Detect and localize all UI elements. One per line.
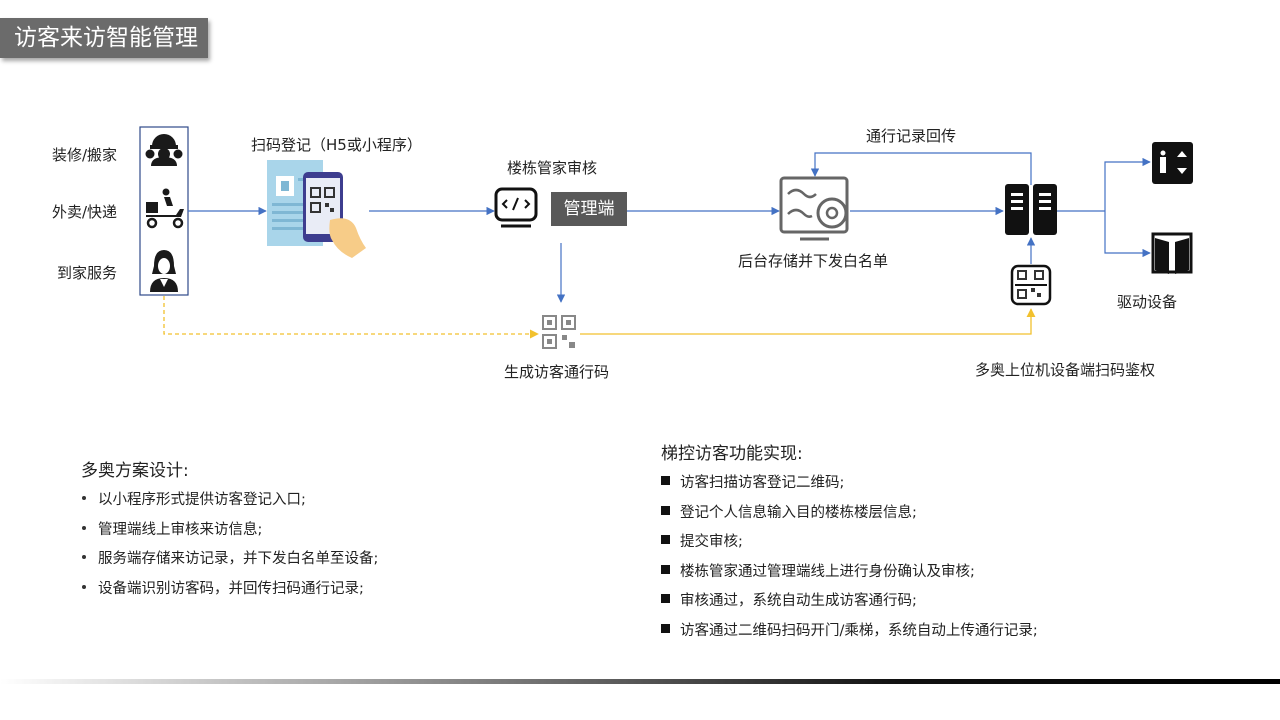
gate-door-icon xyxy=(1151,232,1193,274)
backend-label: 后台存储并下发白名单 xyxy=(738,252,889,270)
visitor-type-delivery: 外卖/快递 xyxy=(52,203,118,221)
implementation-item: 楼栋管家通过管理端线上进行身份确认及审核; xyxy=(661,560,1038,590)
implementation-item: 访客通过二维码扫码开门/乘梯，系统自动上传通行记录; xyxy=(661,619,1038,649)
visitor-qr-code-icon xyxy=(542,315,576,349)
server-settings-icon xyxy=(779,176,849,241)
design-list: 以小程序形式提供访客登记入口; 管理端线上审核来访信息; 服务端存储来访记录，并… xyxy=(80,488,378,606)
visitor-type-renovation: 装修/搬家 xyxy=(52,146,118,164)
design-item: 服务端存储来访记录，并下发白名单至设备; xyxy=(80,547,378,577)
implementation-item: 审核通过，系统自动生成访客通行码; xyxy=(661,589,1038,619)
delivery-scooter-icon xyxy=(146,188,184,229)
record-return-label: 通行记录回传 xyxy=(866,127,957,145)
generate-code-label: 生成访客通行码 xyxy=(504,363,610,381)
design-heading: 多奥方案设计: xyxy=(81,461,189,481)
service-person-icon xyxy=(150,250,178,292)
flow-diagram xyxy=(139,126,1193,349)
implementation-item: 访客扫描访客登记二维码; xyxy=(661,471,1038,501)
design-item: 以小程序形式提供访客登记入口; xyxy=(80,488,378,518)
admin-console-box: 管理端 xyxy=(551,192,627,226)
scan-phone-icon xyxy=(267,160,366,258)
implementation-heading: 梯控访客功能实现: xyxy=(661,444,803,464)
scan-register-label: 扫码登记（H5或小程序） xyxy=(251,136,422,154)
code-monitor-icon xyxy=(494,187,538,228)
page-title: 访客来访智能管理 xyxy=(0,18,208,58)
drive-device-label: 驱动设备 xyxy=(1117,293,1178,311)
qr-scanner-icon xyxy=(1010,264,1052,306)
manager-review-label: 楼栋管家审核 xyxy=(507,159,598,177)
implementation-item: 提交审核; xyxy=(661,530,1038,560)
implementation-list: 访客扫描访客登记二维码; 登记个人信息输入目的楼栋楼层信息; 提交审核; 楼栋管… xyxy=(661,471,1038,648)
design-item: 管理端线上审核来访信息; xyxy=(80,518,378,548)
worker-icon xyxy=(145,134,183,166)
design-item: 设备端识别访客码，并回传扫码通行记录; xyxy=(80,577,378,607)
device-auth-label: 多奥上位机设备端扫码鉴权 xyxy=(975,361,1156,379)
implementation-item: 登记个人信息输入目的楼栋楼层信息; xyxy=(661,501,1038,531)
visitor-type-home-service: 到家服务 xyxy=(57,264,118,282)
elevator-icon xyxy=(1152,142,1193,184)
device-server-icon xyxy=(1005,184,1057,235)
bottom-divider xyxy=(0,679,1280,684)
